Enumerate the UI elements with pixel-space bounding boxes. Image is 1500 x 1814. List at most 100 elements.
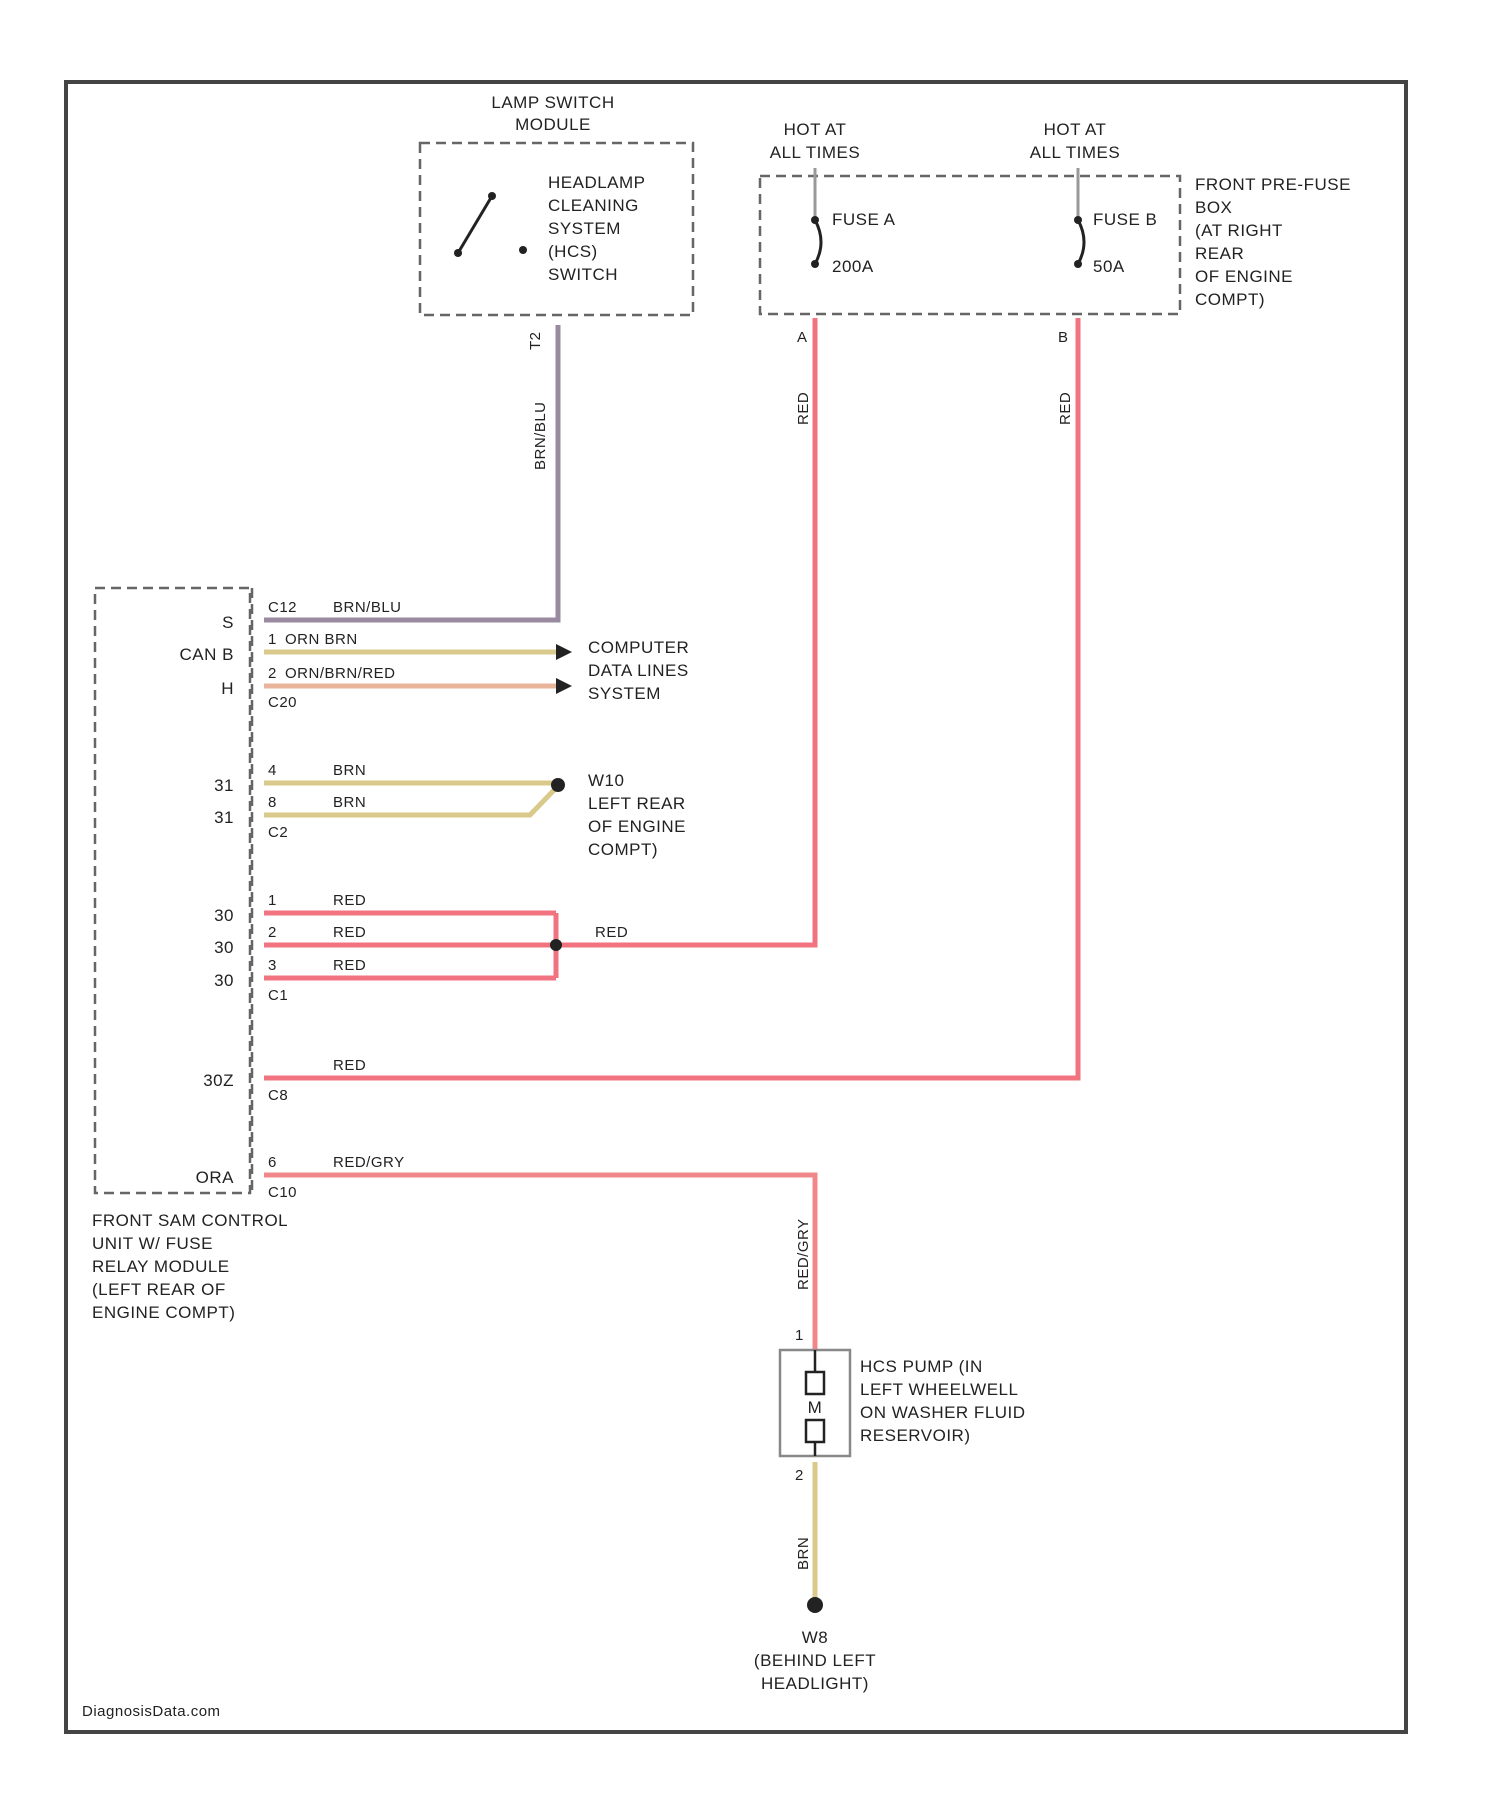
sam-row-name-s: S bbox=[222, 613, 234, 632]
sam-wire-orn-brn-red: ORN/BRN/RED bbox=[285, 665, 396, 682]
lamp-switch-pin: T2 bbox=[527, 331, 544, 350]
pump-pin-bottom: 2 bbox=[795, 1467, 804, 1484]
wire-brn-blu-switch bbox=[264, 325, 558, 620]
fuse-box-label-2: BOX bbox=[1195, 198, 1232, 217]
ground-w8-label-1: W8 bbox=[802, 1628, 829, 1647]
sam-row-name-ora: ORA bbox=[196, 1168, 235, 1187]
fuse-box-label-1: FRONT PRE-FUSE bbox=[1195, 175, 1351, 194]
fuse-a-wire-label: RED bbox=[795, 392, 812, 425]
sam-row-name-30b: 30 bbox=[214, 938, 234, 957]
sam-row-name-30z: 30Z bbox=[203, 1071, 234, 1090]
lamp-switch-title-2: MODULE bbox=[515, 115, 591, 134]
ground-w10-label-3: OF ENGINE bbox=[588, 817, 686, 836]
sam-pin-2-can: 2 bbox=[268, 665, 277, 682]
pump-label-2: LEFT WHEELWELL bbox=[860, 1380, 1018, 1399]
fuse-a-node-bottom bbox=[811, 260, 819, 268]
sam-label-4: (LEFT REAR OF bbox=[92, 1280, 226, 1299]
footer-watermark: DiagnosisData.com bbox=[82, 1703, 221, 1720]
sam-wire-brn-8: BRN bbox=[333, 794, 366, 811]
hcs-switch-label-3: SYSTEM bbox=[548, 219, 621, 238]
fuse-b-node-bottom bbox=[1074, 260, 1082, 268]
ground-w10-label-1: W10 bbox=[588, 771, 624, 790]
computer-data-label-1: COMPUTER bbox=[588, 638, 689, 657]
front-pre-fuse-box bbox=[760, 176, 1180, 314]
sam-row-name-can-b: CAN B bbox=[180, 645, 234, 664]
pump-wire-top-label: RED/GRY bbox=[795, 1218, 812, 1290]
hot-label-1b: ALL TIMES bbox=[770, 143, 860, 162]
fuse-a-amperage: 200A bbox=[832, 257, 874, 276]
fuse-b-label: FUSE B bbox=[1093, 210, 1157, 229]
hcs-switch-label-5: SWITCH bbox=[548, 265, 618, 284]
sam-wire-brn-blu: BRN/BLU bbox=[333, 599, 402, 616]
can-b-arrow-1 bbox=[556, 644, 572, 660]
fuse-a-label: FUSE A bbox=[832, 210, 896, 229]
sam-row-name-31a: 31 bbox=[214, 776, 234, 795]
sam-wire-brn-4: BRN bbox=[333, 762, 366, 779]
computer-data-label-3: SYSTEM bbox=[588, 684, 661, 703]
pump-motor-winding-top bbox=[806, 1372, 824, 1394]
sam-pin-1-can: 1 bbox=[268, 631, 277, 648]
sam-label-3: RELAY MODULE bbox=[92, 1257, 230, 1276]
pump-wire-bottom-label: BRN bbox=[795, 1537, 812, 1570]
pump-label-3: ON WASHER FLUID bbox=[860, 1403, 1026, 1422]
ground-w10-splice bbox=[551, 778, 565, 792]
sam-conn-c2: C2 bbox=[268, 824, 288, 841]
sam-conn-c20: C20 bbox=[268, 694, 297, 711]
sam-pin-4-brn: 4 bbox=[268, 762, 277, 779]
sam-row-name-h: H bbox=[221, 679, 234, 698]
ground-w8-symbol bbox=[807, 1597, 823, 1613]
fuse-box-label-5: OF ENGINE bbox=[1195, 267, 1293, 286]
hot-label-2a: HOT AT bbox=[1044, 120, 1107, 139]
wire-ground-brn-8 bbox=[264, 788, 556, 815]
ground-w10-label-4: COMPT) bbox=[588, 840, 658, 859]
switch-pivot bbox=[454, 249, 462, 257]
fuse-box-label-6: COMPT) bbox=[1195, 290, 1265, 309]
sam-pin-c12: C12 bbox=[268, 599, 297, 616]
fuse-b-node-top bbox=[1074, 216, 1082, 224]
sam-pin-1-red: 1 bbox=[268, 892, 277, 909]
hot-label-2b: ALL TIMES bbox=[1030, 143, 1120, 162]
sam-pin-8-brn: 8 bbox=[268, 794, 277, 811]
sam-wire-orn-brn: ORN BRN bbox=[285, 631, 358, 648]
hcs-switch-label-1: HEADLAMP bbox=[548, 173, 646, 192]
pump-motor-winding-bottom bbox=[806, 1420, 824, 1442]
sam-label-1: FRONT SAM CONTROL bbox=[92, 1211, 288, 1230]
wire-red-gry-pump bbox=[264, 1175, 815, 1350]
sam-row-name-31b: 31 bbox=[214, 808, 234, 827]
sam-pin-2-red: 2 bbox=[268, 924, 277, 941]
fuse-box-label-4: REAR bbox=[1195, 244, 1244, 263]
fuse-b-symbol bbox=[1078, 220, 1084, 264]
fuse-a-node-top bbox=[811, 216, 819, 224]
sam-label-5: ENGINE COMPT) bbox=[92, 1303, 235, 1322]
lamp-switch-title-1: LAMP SWITCH bbox=[491, 93, 614, 112]
fuse-b-pin: B bbox=[1058, 329, 1069, 346]
lamp-switch-wire-label: BRN/BLU bbox=[532, 401, 549, 470]
sam-row-name-30c: 30 bbox=[214, 971, 234, 990]
sam-wire-red-3: RED bbox=[333, 957, 366, 974]
sam-wire-red-30z: RED bbox=[333, 1057, 366, 1074]
pump-label-1: HCS PUMP (IN bbox=[860, 1357, 983, 1376]
fuse-b-amperage: 50A bbox=[1093, 257, 1125, 276]
sam-row-name-30a: 30 bbox=[214, 906, 234, 925]
pump-motor-label: M bbox=[808, 1398, 823, 1417]
fuse-box-label-3: (AT RIGHT bbox=[1195, 221, 1283, 240]
sam-label-2: UNIT W/ FUSE bbox=[92, 1234, 213, 1253]
sam-pin-6-red-gry: 6 bbox=[268, 1154, 277, 1171]
ground-w8-label-3: HEADLIGHT) bbox=[761, 1674, 869, 1693]
fuse-a-pin: A bbox=[797, 329, 808, 346]
ground-w10-label-2: LEFT REAR bbox=[588, 794, 686, 813]
sam-pin-3-red: 3 bbox=[268, 957, 277, 974]
red-splice bbox=[550, 939, 562, 951]
ground-w8-label-2: (BEHIND LEFT bbox=[754, 1651, 876, 1670]
fuse-b-wire-label: RED bbox=[1057, 392, 1074, 425]
computer-data-label-2: DATA LINES bbox=[588, 661, 689, 680]
switch-contact bbox=[519, 246, 527, 254]
hcs-switch-blade bbox=[458, 196, 492, 253]
wire-red-fuse-b bbox=[264, 318, 1078, 1078]
switch-contact-top bbox=[488, 192, 496, 200]
sam-wire-red-gry: RED/GRY bbox=[333, 1154, 405, 1171]
sam-conn-c10: C10 bbox=[268, 1184, 297, 1201]
sam-conn-c1: C1 bbox=[268, 987, 288, 1004]
pump-pin-top: 1 bbox=[795, 1327, 804, 1344]
